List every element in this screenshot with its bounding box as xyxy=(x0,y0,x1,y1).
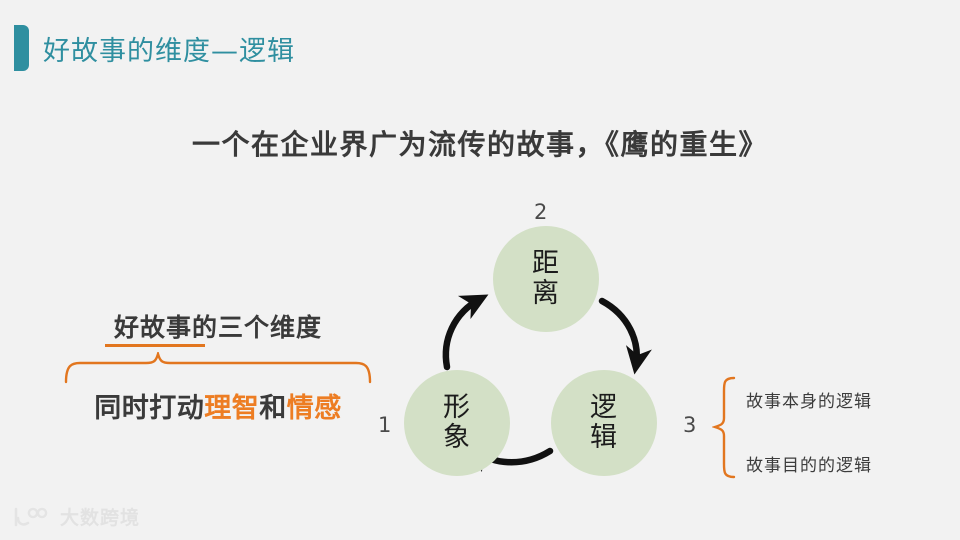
left-subline: 同时打动理智和情感 xyxy=(58,386,378,425)
title-accent-bar xyxy=(14,25,29,71)
node-distance-char-1: 距 xyxy=(532,247,560,279)
node-image-char-2: 象 xyxy=(443,422,471,453)
headline-underline xyxy=(105,344,205,347)
node-number-distance: 2 xyxy=(534,200,548,224)
subline-middle: 和 xyxy=(259,393,287,424)
right-label-story-logic: 故事本身的逻辑 xyxy=(746,392,872,412)
watermark: 大数跨境 xyxy=(12,503,140,530)
page-title: 好故事的维度—逻辑 xyxy=(43,35,295,67)
node-logic-char-1: 逻 xyxy=(590,391,618,423)
arrow-top-to-right xyxy=(598,297,652,375)
watermark-text: 大数跨境 xyxy=(60,507,141,529)
subline-prefix: 同时打动 xyxy=(94,393,205,424)
node-image[interactable]: 形 象 xyxy=(404,370,510,476)
right-curly-brace-icon xyxy=(712,376,736,479)
brand-logo-icon xyxy=(14,507,48,526)
arrow-left-to-top xyxy=(442,294,489,371)
node-image-char-1: 形 xyxy=(443,391,471,423)
cycle-diagram: 距 离 逻 辑 形 象 2 3 1 xyxy=(370,185,720,505)
slide-header: 好故事的维度—逻辑 xyxy=(0,24,295,72)
right-annotation-block: 故事本身的逻辑 故事目的的逻辑 xyxy=(712,375,942,480)
node-distance[interactable]: 距 离 xyxy=(493,226,599,332)
node-logic[interactable]: 逻 辑 xyxy=(551,370,657,476)
node-number-image: 1 xyxy=(378,413,392,437)
left-headline: 好故事的三个维度 xyxy=(113,313,322,342)
right-label-purpose-logic: 故事目的的逻辑 xyxy=(746,456,872,476)
left-curly-brace-icon xyxy=(64,352,372,384)
node-logic-char-2: 辑 xyxy=(590,422,618,453)
left-annotation-block: 好故事的三个维度 同时打动理智和情感 xyxy=(58,308,378,424)
subline-highlight-2: 情感 xyxy=(286,393,342,424)
node-number-logic: 3 xyxy=(683,413,697,437)
subline-highlight-1: 理智 xyxy=(204,393,260,424)
node-distance-char-2: 离 xyxy=(532,278,560,309)
slide-subtitle: 一个在企业界广为流传的故事，《鹰的重生》 xyxy=(191,128,768,161)
